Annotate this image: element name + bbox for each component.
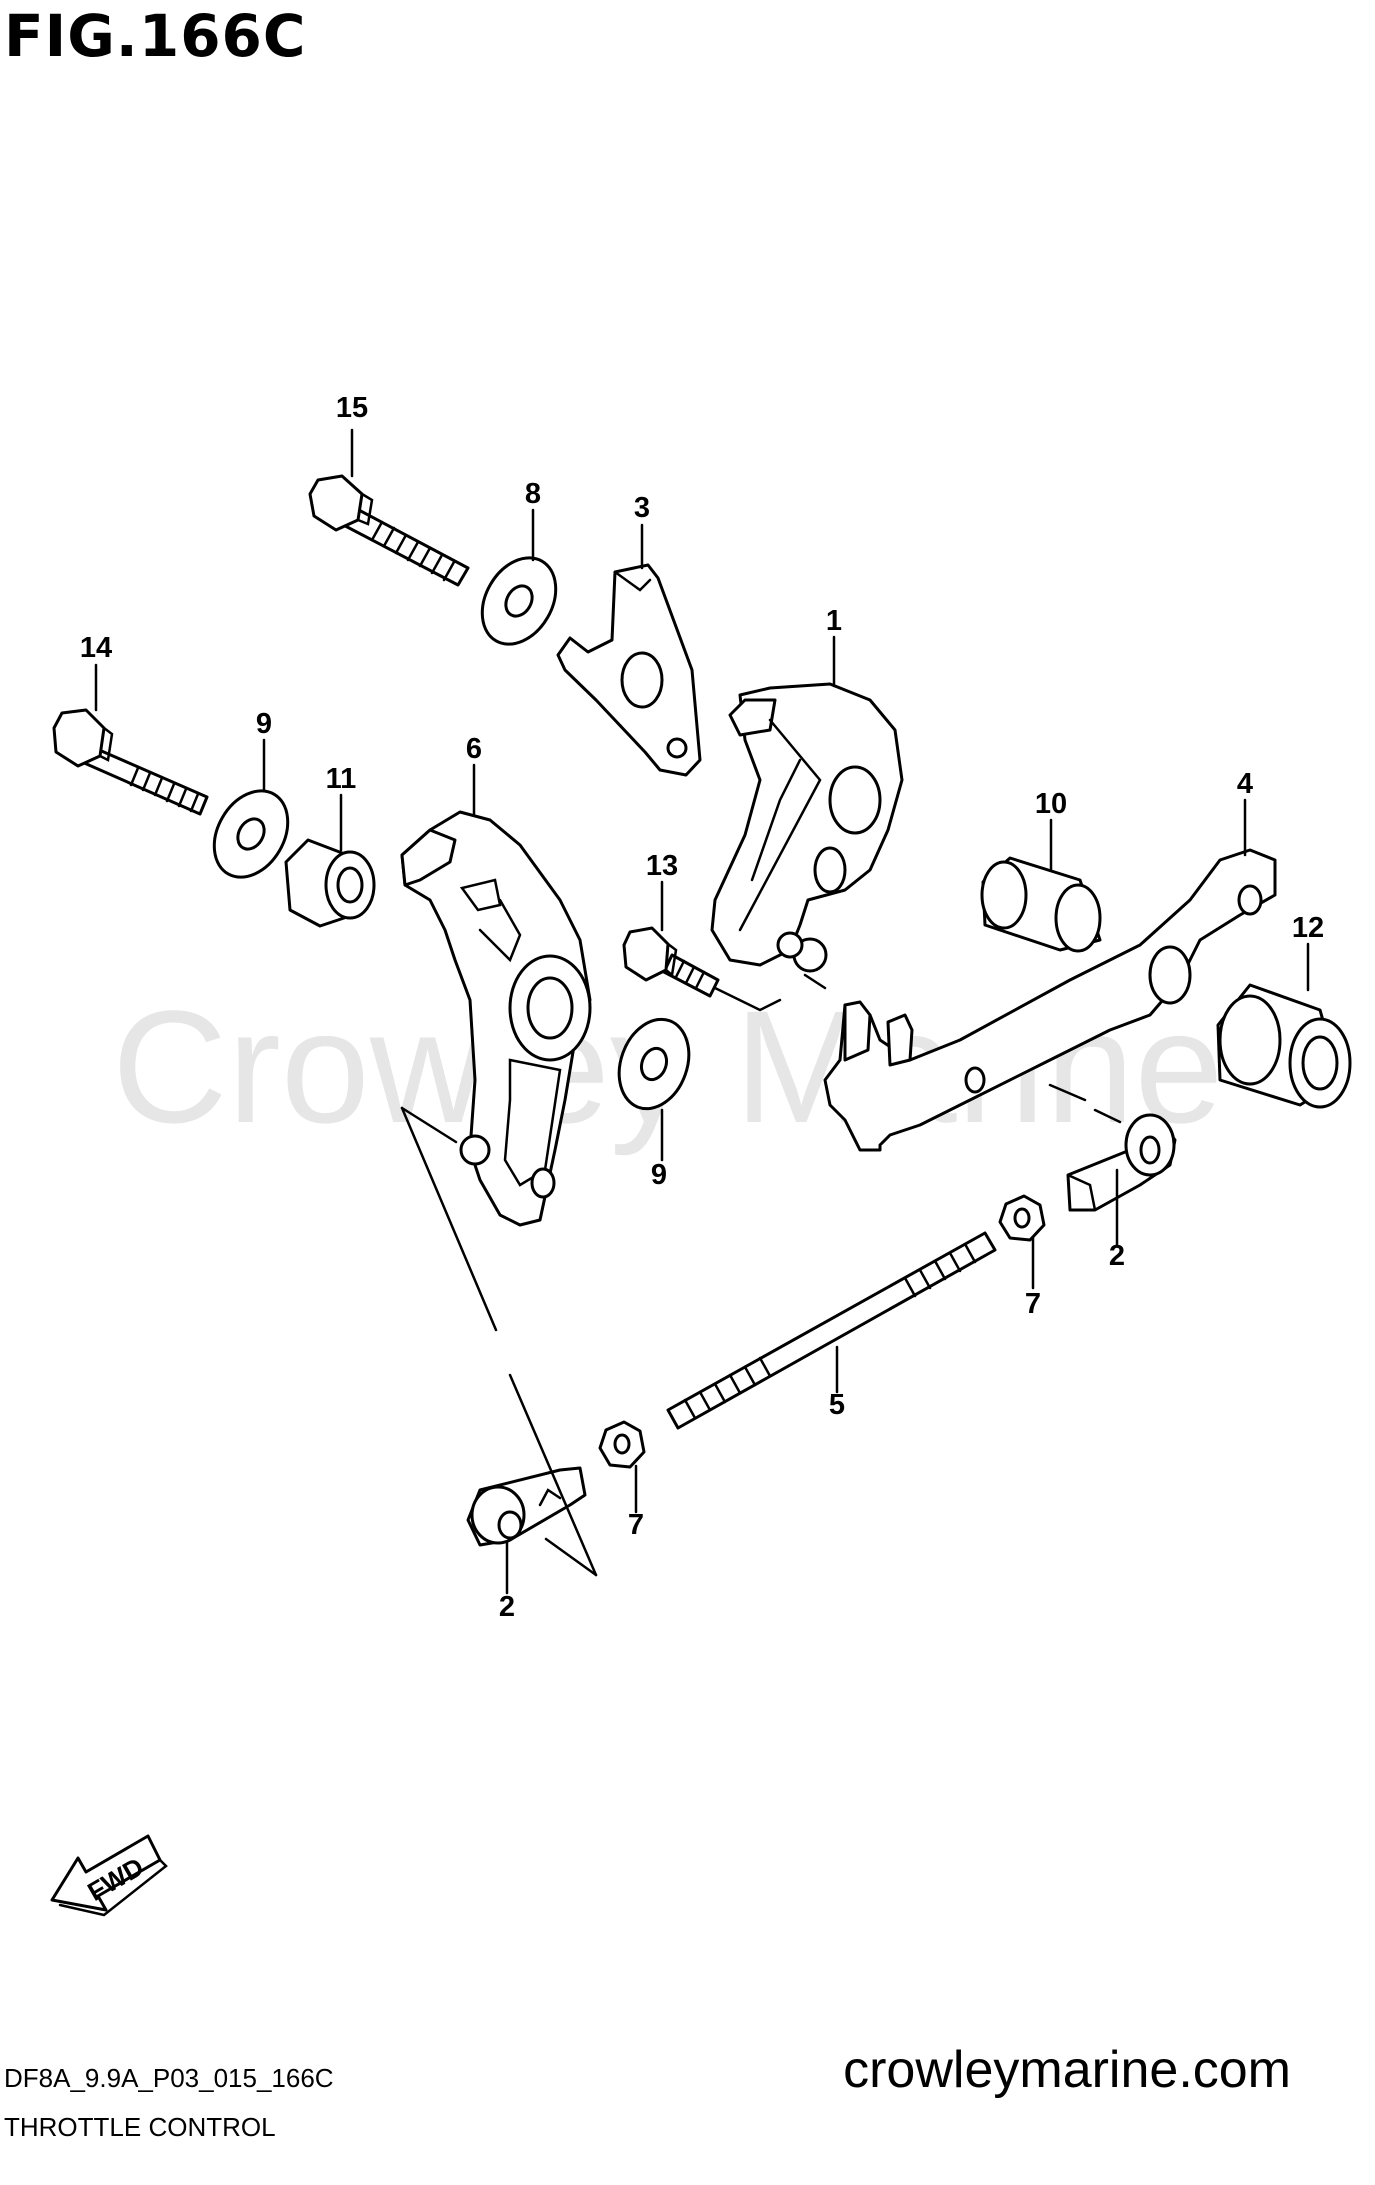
part-8-washer[interactable] xyxy=(467,545,570,658)
website-link[interactable]: crowleymarine.com xyxy=(843,2041,1291,2099)
fwd-arrow-icon: FWD xyxy=(50,1834,168,1917)
callout-7-left: 7 xyxy=(628,1509,644,1541)
part-13-bolt[interactable] xyxy=(622,926,720,998)
callout-6: 6 xyxy=(466,733,482,765)
part-2-ball-joint-right[interactable] xyxy=(1066,1113,1177,1212)
part-1-throttle-cam[interactable] xyxy=(710,682,904,973)
callout-11: 11 xyxy=(326,763,357,795)
callout-8: 8 xyxy=(525,478,541,510)
callout-4: 4 xyxy=(1237,768,1253,800)
callout-14: 14 xyxy=(80,632,112,664)
callout-3: 3 xyxy=(634,492,650,524)
part-12-collar[interactable] xyxy=(1216,983,1352,1109)
part-6-throttle-lever[interactable] xyxy=(400,810,592,1227)
part-10-collar[interactable] xyxy=(980,856,1102,953)
part-11-collar[interactable] xyxy=(284,838,376,928)
part-4-link-plate[interactable] xyxy=(823,848,1277,1152)
part-7-nut-right[interactable] xyxy=(998,1194,1046,1242)
callout-2-right: 2 xyxy=(1109,1240,1125,1272)
part-3-bracket[interactable] xyxy=(556,563,702,777)
part-9-washer-lower[interactable] xyxy=(607,1009,700,1118)
figure-caption: THROTTLE CONTROL xyxy=(4,2112,276,2142)
part-9-washer-upper[interactable] xyxy=(199,778,302,891)
figure-title: FIG.166C xyxy=(4,2,307,70)
callout-10: 10 xyxy=(1035,788,1067,820)
part-14-bolt[interactable] xyxy=(52,708,209,816)
callout-5: 5 xyxy=(829,1389,845,1421)
callout-7-right: 7 xyxy=(1025,1288,1041,1320)
callout-15: 15 xyxy=(336,392,368,424)
assembly-leader-lines xyxy=(400,973,1122,1577)
callout-9-upper: 9 xyxy=(256,708,272,740)
part-5-threaded-rod[interactable] xyxy=(666,1231,997,1430)
callout-1: 1 xyxy=(826,605,842,637)
callout-12: 12 xyxy=(1292,912,1324,944)
callout-9-lower: 9 xyxy=(651,1159,667,1191)
part-7-nut-left[interactable] xyxy=(598,1420,646,1469)
callout-leader-lines xyxy=(94,428,1310,1595)
part-15-bolt[interactable] xyxy=(308,474,470,587)
callout-13: 13 xyxy=(646,850,678,882)
part-2-ball-joint-left[interactable] xyxy=(466,1466,587,1547)
callout-2-left: 2 xyxy=(499,1591,515,1623)
figure-code: DF8A_9.9A_P03_015_166C xyxy=(4,2063,334,2093)
